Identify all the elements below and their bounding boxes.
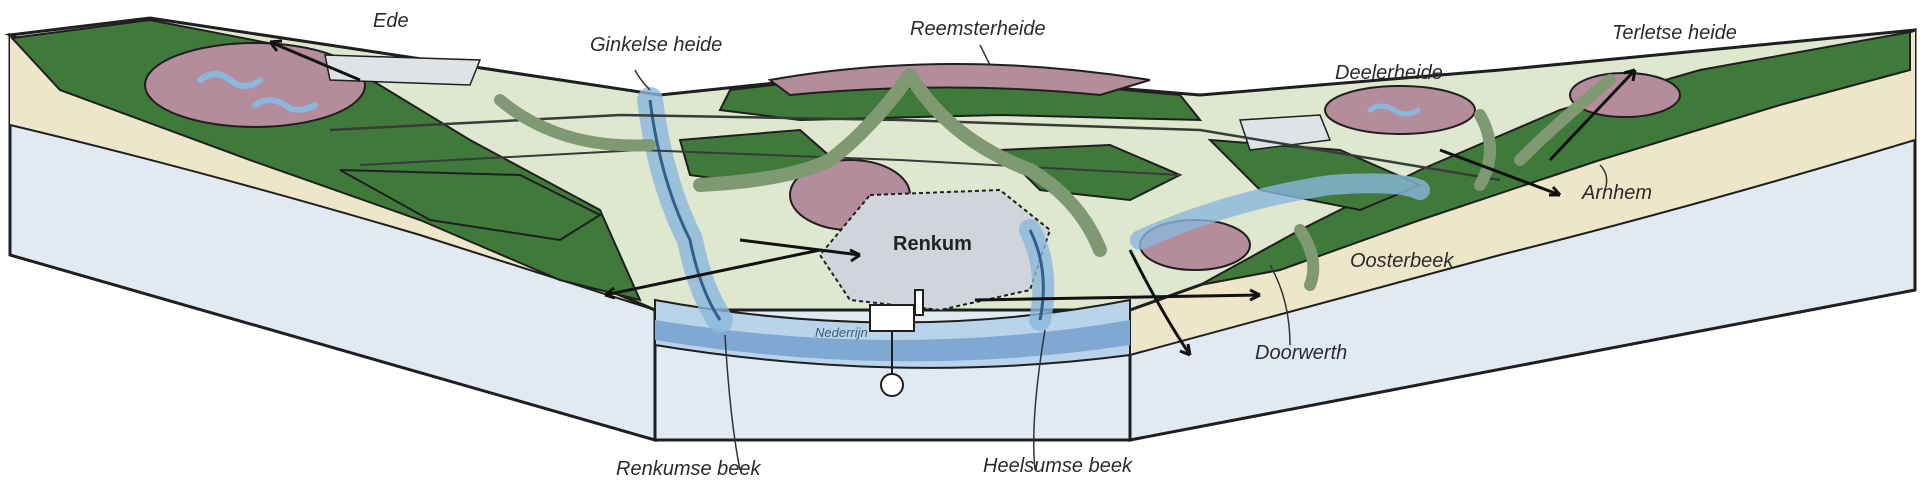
- arrow-head-mid-left: [849, 248, 861, 263]
- arrow-mid-left: [739, 238, 861, 257]
- heath-pools-ede: [197, 71, 318, 113]
- arrow-head-terlet: [1623, 68, 1637, 82]
- corridor-river-crossing: [1294, 224, 1320, 291]
- urban-ede: [324, 54, 482, 86]
- heath-deelerheide: [1324, 85, 1476, 135]
- label-nederrijn: Nederrijn: [815, 325, 868, 340]
- corridor-reemsterheide: [693, 68, 917, 192]
- arrow-head-doorwerth: [1179, 343, 1192, 357]
- arrow-head-renkum-west: [604, 286, 616, 300]
- corridor-terlet: [1514, 74, 1616, 166]
- corridor-deelerheide: [1474, 109, 1496, 191]
- label-doorwerth: Doorwerth: [1255, 342, 1348, 364]
- renkumse-beek-stream: [648, 99, 722, 321]
- forest-mid-left-band: [339, 169, 603, 242]
- arrow-head-arnhem: [1549, 186, 1562, 197]
- pumping-station-icon: [869, 289, 924, 397]
- corridor-center: [903, 68, 1107, 257]
- label-reemsterheide: Reemsterheide: [910, 18, 1046, 40]
- migration-arrows: [268, 39, 1637, 357]
- arrow-to-ede: [269, 40, 361, 82]
- label-ginkelse-heide: Ginkelse heide: [590, 34, 723, 56]
- arrow-to-terlet: [1548, 68, 1637, 162]
- label-deelerheide: Deelerheide: [1335, 62, 1443, 84]
- arrow-head-renkum-east: [1249, 288, 1261, 302]
- label-leader-lines: [634, 44, 1608, 471]
- arrow-renkum-west: [604, 248, 821, 297]
- arrow-arnhem: [1439, 148, 1561, 197]
- label-heelsumse-beek: Heelsumse beek: [983, 455, 1132, 477]
- label-terletse-heide: Terletse heide: [1612, 22, 1737, 44]
- label-renkum: Renkum: [893, 233, 972, 255]
- corridor-ginkel: [494, 94, 656, 152]
- arrow-renkum-east: [974, 293, 1261, 302]
- heath-pools-deelerheide: [1367, 103, 1421, 117]
- road-south: [359, 148, 1181, 176]
- arrow-head-ede: [268, 39, 283, 52]
- heath-reemsterheide: [767, 63, 1151, 97]
- left-layer-boundary: [9, 124, 656, 311]
- label-ede: Ede: [373, 10, 409, 32]
- heelsumse-beek-stream: [1028, 229, 1045, 321]
- right-layer-boundary: [1129, 139, 1916, 356]
- label-arnhem: Arnhem: [1582, 182, 1653, 204]
- label-renkumse-beek: Renkumse beek: [616, 458, 761, 480]
- oosterbeek-wetland: [1130, 173, 1430, 250]
- label-oosterbeek: Oosterbeek: [1350, 250, 1454, 272]
- arrow-doorwerth: [1128, 249, 1192, 356]
